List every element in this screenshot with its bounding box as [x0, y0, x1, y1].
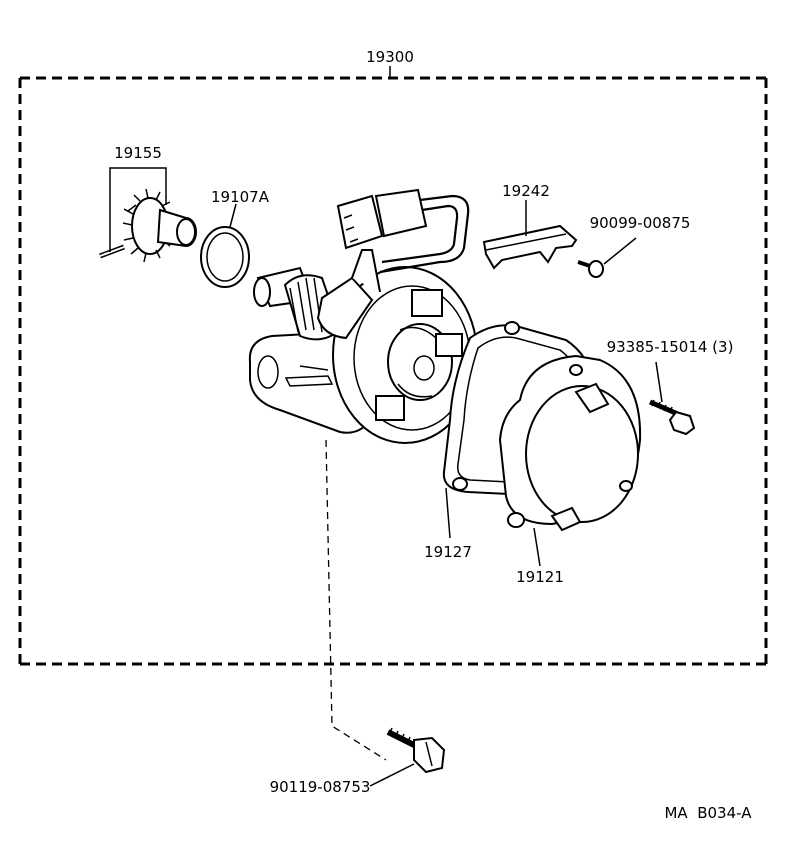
mount-bolt-part: [386, 727, 446, 774]
cap-bolt-label: 93385-15014 (3): [607, 338, 734, 356]
figure-code-label: MA B034-A: [664, 804, 752, 822]
o-ring-part: [200, 226, 250, 288]
assembly-boundary: [18, 66, 768, 666]
mount-bolt-alignment-line: [325, 439, 387, 761]
bracket-screw-part: [577, 260, 604, 278]
drive-gear-label: 19155: [114, 144, 162, 162]
distributor-housing-part: [248, 188, 478, 444]
mount-bolt-leader: [369, 763, 415, 787]
cap-bolt-part: [649, 399, 696, 436]
drive-gear-leader: [109, 167, 167, 252]
distributor-cap-label: 19121: [516, 568, 564, 586]
o-ring-leader: [229, 203, 237, 228]
mount-bolt-label: 90119-08753: [270, 778, 371, 796]
gasket-label: 19127: [424, 543, 472, 561]
assembly-number-label: 19300: [366, 48, 414, 66]
drive-gear-part: [99, 188, 197, 263]
bracket-label: 19242: [502, 182, 550, 200]
bracket-part: [482, 224, 578, 270]
o-ring-label: 19107A: [211, 188, 270, 206]
distributor-cap-part: [498, 354, 642, 532]
gasket-leader: [445, 487, 451, 539]
cap-bolt-leader: [655, 361, 663, 403]
bracket-screw-leader: [603, 237, 637, 265]
bracket-screw-label: 90099-00875: [590, 214, 691, 232]
distributor-cap-leader: [533, 527, 541, 567]
